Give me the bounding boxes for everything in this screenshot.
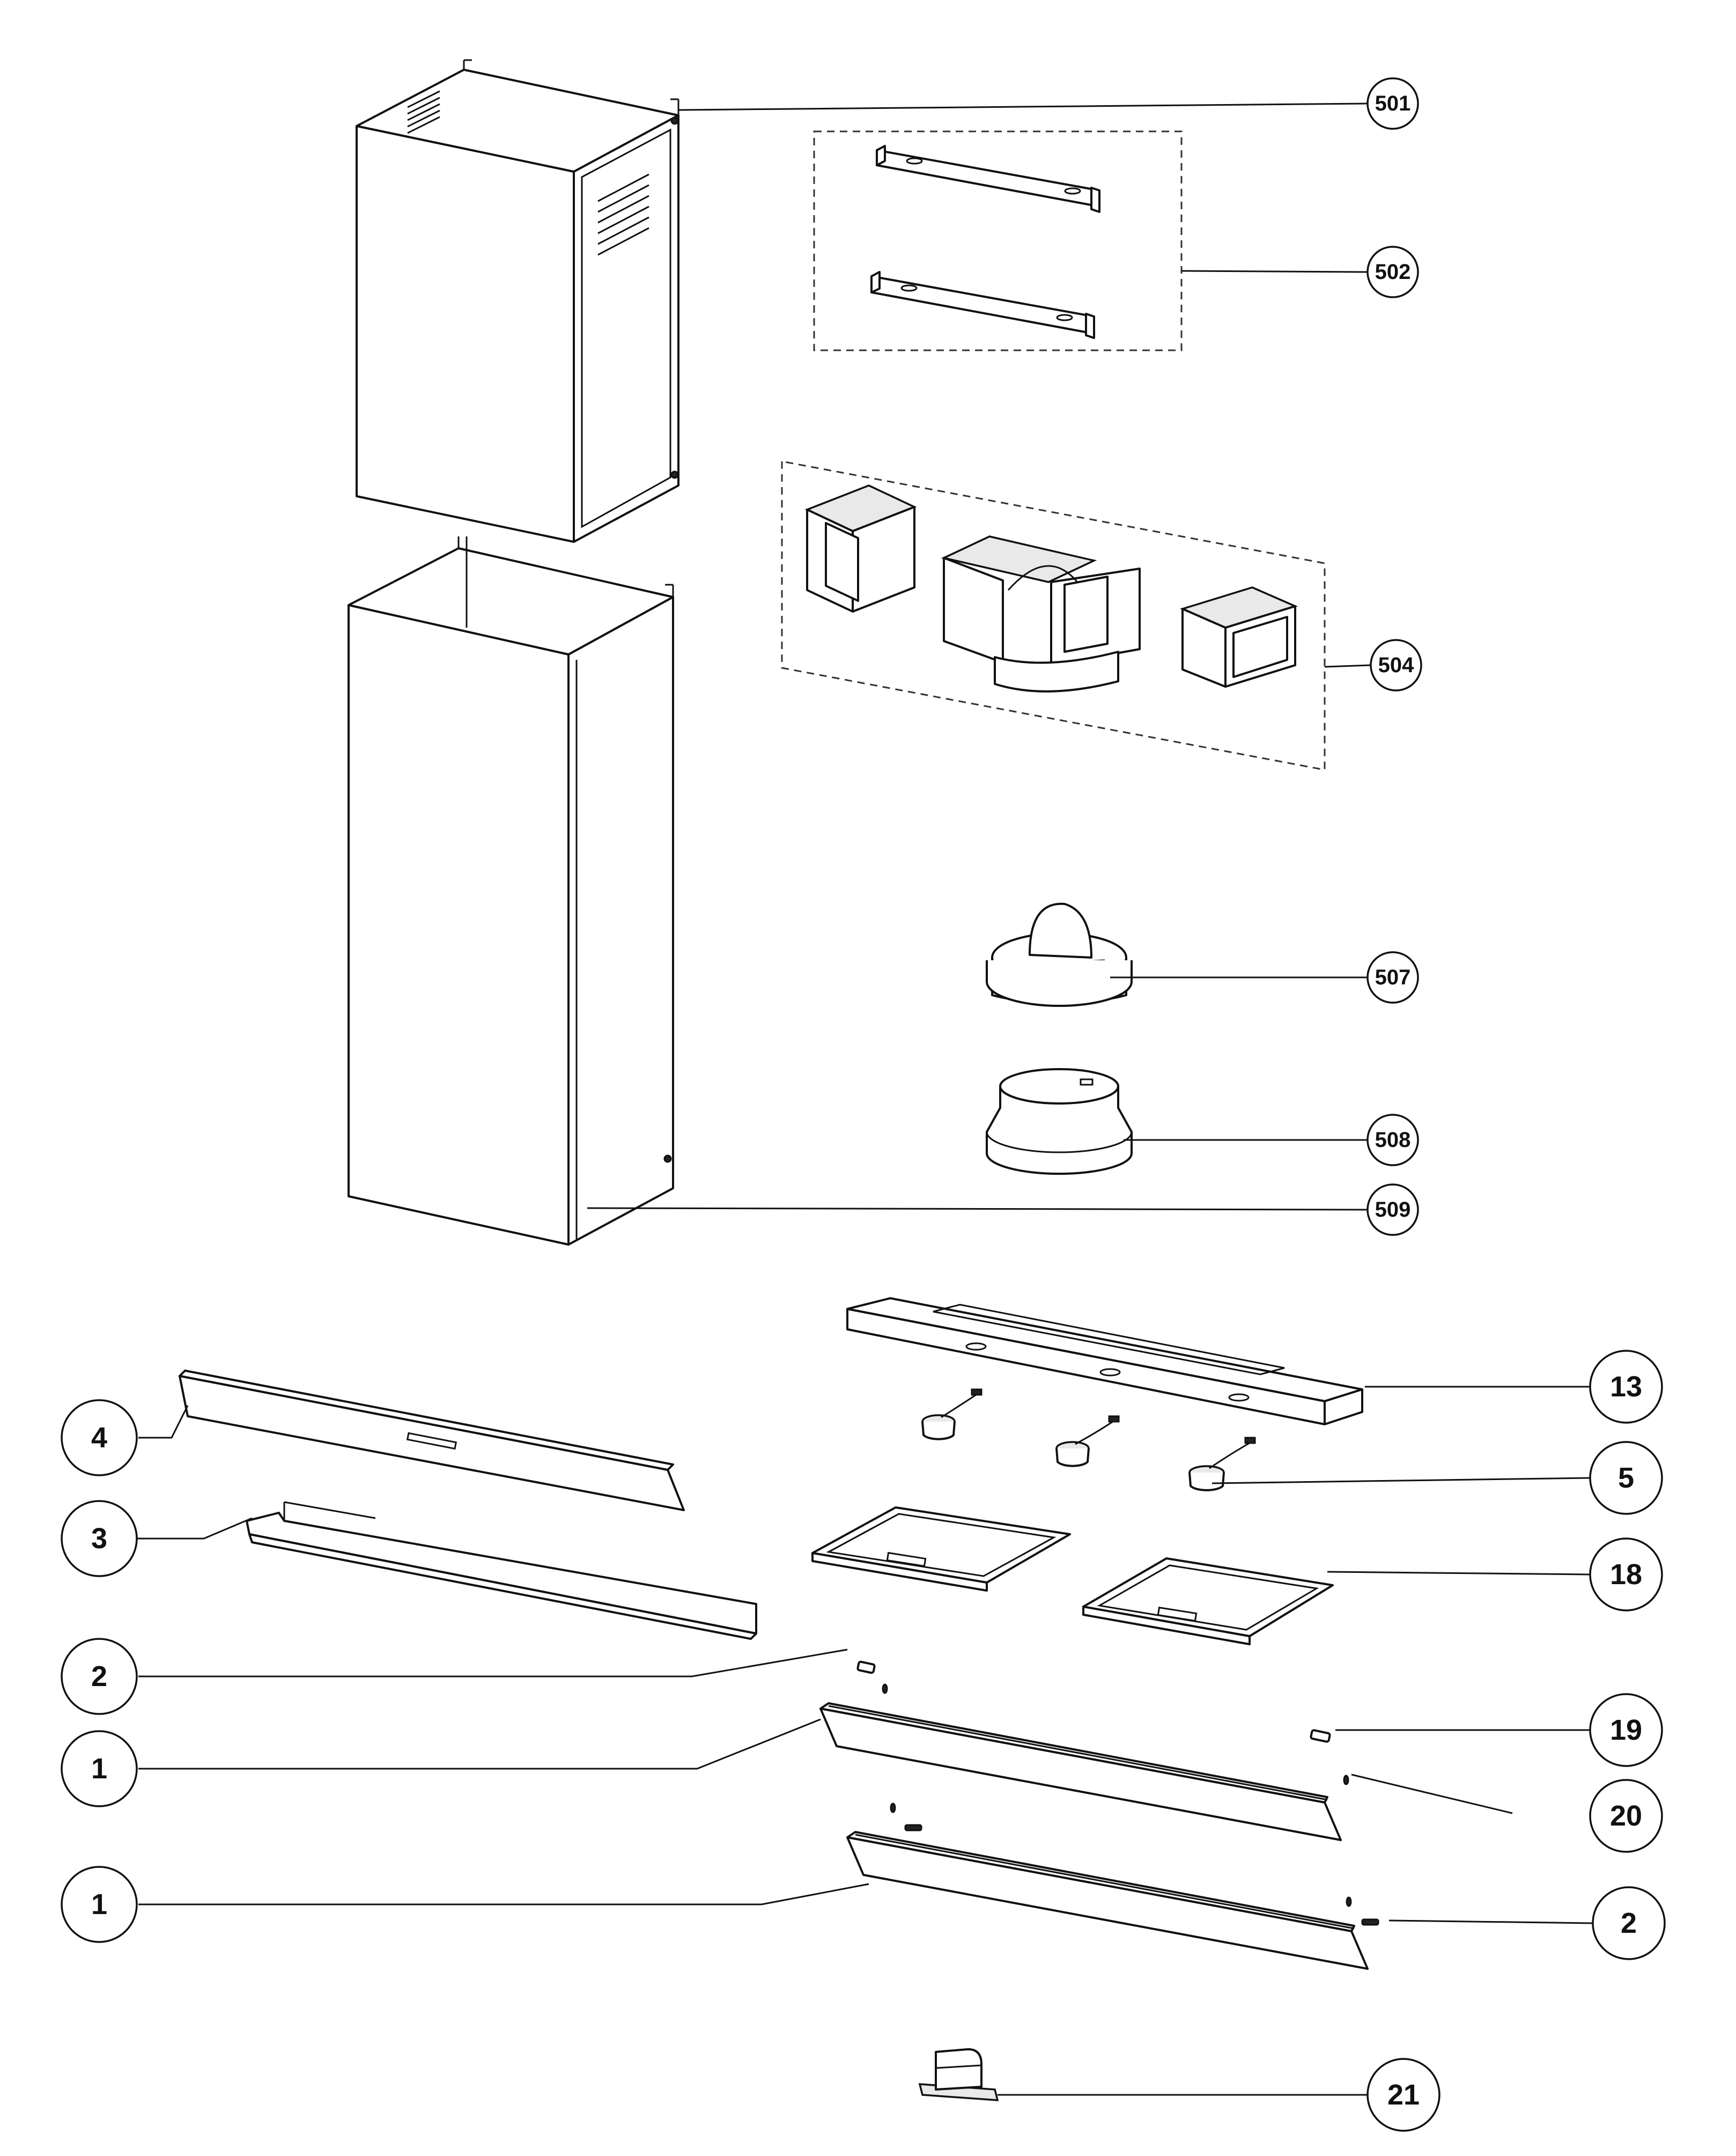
svg-text:21: 21	[1387, 2079, 1420, 2111]
callout-508: 508	[1366, 1114, 1419, 1166]
svg-text:19: 19	[1610, 1714, 1642, 1746]
callout-501: 501	[1366, 77, 1419, 130]
svg-text:501: 501	[1375, 92, 1411, 115]
svg-text:4: 4	[91, 1422, 107, 1454]
svg-text:3: 3	[91, 1522, 107, 1555]
part-lower-chimney	[348, 536, 674, 1246]
callout-1-lower: 1	[61, 1866, 138, 1943]
callout-504: 504	[1370, 639, 1422, 691]
part-damper	[986, 902, 1133, 1007]
part-frame-rail	[846, 1297, 1363, 1425]
part-lamps	[921, 1388, 1256, 1491]
svg-text:2: 2	[1621, 1907, 1637, 1939]
part-clip-upper	[856, 1660, 876, 1674]
callout-5: 5	[1589, 1441, 1663, 1515]
svg-text:18: 18	[1610, 1558, 1642, 1591]
bracket-kit-frame	[813, 130, 1183, 351]
callout-4: 4	[61, 1399, 138, 1476]
part-glass-panel-lower	[846, 1802, 1379, 1970]
part-19-clip	[1310, 1729, 1331, 1743]
callout-21: 21	[1366, 2058, 1440, 2132]
callout-20: 20	[1589, 1779, 1663, 1853]
callout-13: 13	[1589, 1350, 1663, 1424]
callout-2-upper: 2	[61, 1638, 138, 1715]
callout-18: 18	[1589, 1537, 1663, 1612]
svg-text:502: 502	[1375, 260, 1411, 284]
svg-text:509: 509	[1375, 1198, 1411, 1222]
part-switch-module	[918, 2048, 999, 2101]
leader-lines	[137, 102, 1593, 2096]
svg-text:504: 504	[1378, 653, 1414, 677]
part-grease-filters	[811, 1506, 1334, 1645]
part-front-panel	[179, 1370, 685, 1511]
svg-text:508: 508	[1375, 1128, 1411, 1152]
callout-502: 502	[1366, 246, 1419, 298]
part-recirculation-adapters	[804, 484, 1298, 693]
callout-19: 19	[1589, 1693, 1663, 1767]
part-mounting-brackets	[870, 145, 1100, 339]
callout-509: 509	[1366, 1183, 1419, 1236]
adapter-kit-frame	[781, 460, 1326, 771]
callout-3: 3	[61, 1500, 138, 1577]
part-reducer-collar	[986, 1068, 1133, 1175]
svg-text:2: 2	[91, 1660, 107, 1693]
callout-2-lower: 2	[1592, 1886, 1666, 1960]
callout-1-upper: 1	[61, 1730, 138, 1807]
svg-text:5: 5	[1618, 1462, 1634, 1494]
svg-text:20: 20	[1610, 1800, 1642, 1832]
part-glass-panel-upper	[819, 1683, 1349, 1841]
svg-text:507: 507	[1375, 966, 1411, 989]
svg-text:13: 13	[1610, 1371, 1642, 1403]
part-upper-chimney	[356, 59, 679, 543]
callout-507: 507	[1366, 951, 1419, 1004]
part-light-cover	[246, 1501, 757, 1640]
svg-text:1: 1	[91, 1888, 107, 1920]
svg-text:1: 1	[91, 1753, 107, 1785]
